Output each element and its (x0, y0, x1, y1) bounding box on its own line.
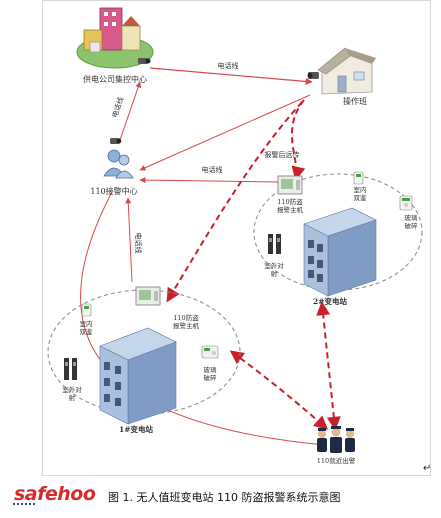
host-2-label-line2: 报警主机 (277, 205, 304, 214)
alarm-remote-label: 报警后远传 (265, 150, 300, 159)
host-2-label-line1: 110防盗 (277, 197, 303, 206)
substation-2-glass-break-sensor (399, 195, 413, 211)
host-1-label-line1: 110防盗 (173, 313, 199, 322)
host-1-label-line2: 报警主机 (173, 321, 200, 330)
substation-1-beam-sensor (64, 358, 77, 380)
indoor-detector-2-line1: 室内 (354, 185, 367, 194)
substation-2-label: 2#变电站 (313, 296, 348, 306)
duty-room-icon (307, 47, 376, 95)
dashed-police-sub2 (316, 301, 341, 431)
substation-2-beam-sensor (268, 234, 281, 254)
phone-line-label-middle: 电话线 (202, 165, 223, 174)
substation-1-indoor-detector (81, 303, 92, 317)
phone-line-label-top: 电话线 (218, 61, 239, 70)
beam-1-label-line1: 室外对 (62, 385, 82, 394)
beam-1-label-line2: 射 (69, 393, 76, 402)
safehoo-logo: safehoo (14, 483, 96, 505)
phone-line-center-duty (149, 67, 313, 86)
substation-1-building-icon (99, 327, 177, 425)
power-company-center-label: 供电公司集控中心 (83, 74, 147, 84)
phone-line-label-left-lower: 电话线 (134, 233, 143, 254)
substation-2-indoor-detector (353, 171, 364, 185)
alarm-center-label: 110接警中心 (90, 186, 137, 196)
glass-break-2-label-b: 破碎 (405, 221, 419, 230)
phone-line-label-left-upper: 电话线 (110, 96, 125, 119)
indoor-detector-1-line2: 双鉴 (80, 327, 94, 336)
phone-line-alarm-center (119, 81, 142, 141)
indoor-detector-2-line2: 双鉴 (354, 193, 368, 202)
system-diagram: 供电公司集控中心 操作班 电话线 电话线 电话线 电话线 报警后远传 110接警… (47, 7, 423, 465)
caption-text: 图 1. 无人值班变电站 110 防盗报警系统示意图 (108, 491, 341, 504)
phone-line-host2-alarm (139, 177, 279, 184)
camera-icon (110, 138, 122, 144)
glass-break-1-label-b: 破碎 (204, 373, 218, 382)
substation-1-glass-break-sensor (201, 345, 219, 359)
police-officers-icon (317, 426, 355, 453)
camera-icon (307, 72, 319, 79)
alarm-center-icon (103, 138, 134, 179)
connections (80, 67, 341, 448)
dashed-duty-host2 (290, 99, 306, 181)
glass-break-1-label: 玻璃 (204, 365, 218, 374)
indoor-detector-1-line1: 室内 (80, 319, 93, 328)
line-duty-alarmcenter (139, 94, 311, 171)
beam-2-label-line2: 射 (271, 269, 278, 278)
substation-1-zone (47, 289, 241, 415)
phone-line-host1-alarm (125, 197, 133, 283)
beam-2-label-line1: 室外对 (264, 261, 284, 270)
power-company-center-icon (76, 7, 154, 69)
dashed-sub1-police (229, 350, 329, 430)
camera-icon (138, 58, 151, 64)
paragraph-mark-icon: ↵ (423, 463, 432, 474)
substation-1-label: 1#变电站 (119, 424, 154, 434)
substation-1-alarm-host (135, 286, 161, 306)
figure-caption: safehoo 图 1. 无人值班变电站 110 防盗报警系统示意图 (0, 483, 441, 511)
substation-2-alarm-host (277, 175, 303, 195)
line-alarm-police (80, 191, 326, 448)
duty-room-label: 操作班 (343, 96, 367, 106)
logo-dots (13, 499, 35, 505)
glass-break-2-label: 玻璃 (405, 213, 419, 222)
police-label: 110就近出警 (317, 456, 356, 465)
substation-2-building-icon (303, 207, 377, 297)
